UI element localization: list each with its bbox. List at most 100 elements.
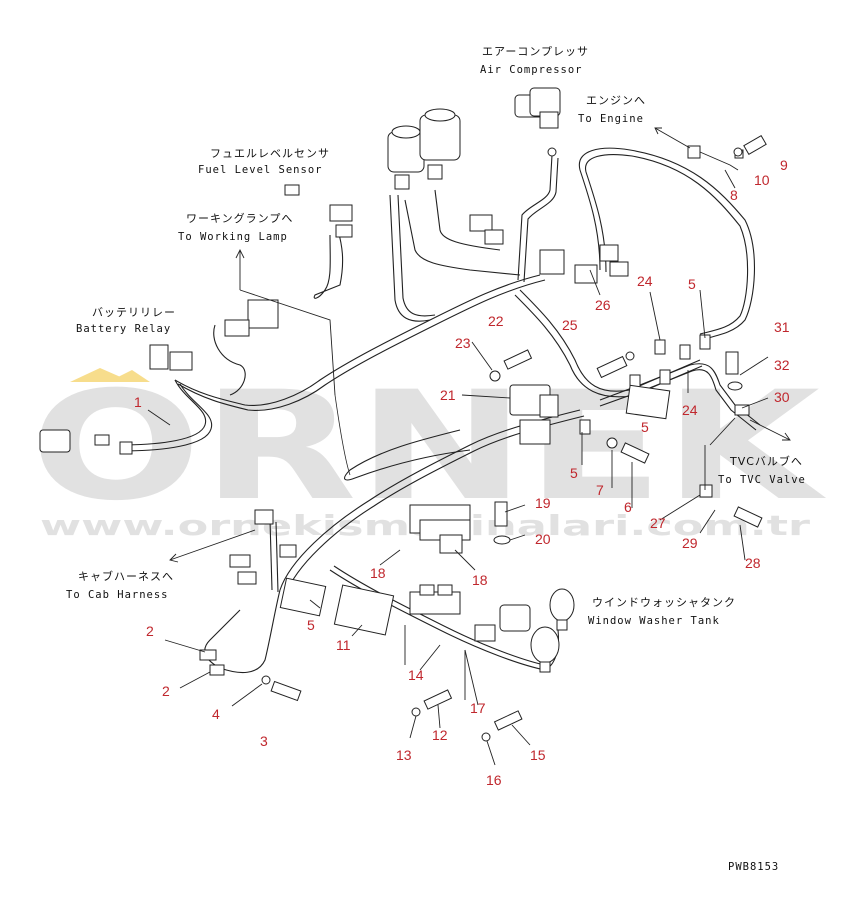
callout-29: 29 bbox=[682, 535, 698, 551]
label-battery-relay-en: Battery Relay bbox=[76, 323, 171, 335]
wire-tvc-b bbox=[599, 369, 757, 431]
label-working-lamp-en: To Working Lamp bbox=[178, 231, 288, 243]
wire-sensor-cross bbox=[404, 199, 521, 276]
label-to-engine-jp: エンジンへ bbox=[586, 94, 646, 107]
wire-main-upper bbox=[174, 274, 541, 406]
relay-group-lower bbox=[409, 584, 461, 615]
callout-30: 30 bbox=[774, 389, 790, 405]
wire-battery-local bbox=[213, 324, 246, 396]
label-air-compressor-jp: エアーコンプレッサ bbox=[482, 45, 589, 58]
drawing-code: PWB8153 bbox=[728, 861, 779, 873]
callout-19: 19 bbox=[535, 495, 551, 511]
air-compressor bbox=[514, 87, 561, 157]
wire-engine-loop-b bbox=[585, 154, 749, 335]
harness-tag-5 bbox=[279, 577, 327, 617]
label-cab-harness-en: To Cab Harness bbox=[66, 589, 169, 601]
fuse-block bbox=[409, 504, 471, 554]
fuel-level-sensor-unit bbox=[387, 108, 461, 190]
callout-24-top: 24 bbox=[637, 273, 653, 289]
label-fuel-level-en: Fuel Level Sensor bbox=[198, 164, 322, 176]
callout-10: 10 bbox=[754, 172, 770, 188]
label-fuel-level-jp: フュエルレベルセンサ bbox=[210, 147, 330, 160]
annotations: エアーコンプレッサ Air Compressor エンジンへ To Engine… bbox=[66, 45, 806, 873]
callout-28: 28 bbox=[745, 555, 761, 571]
engine-sensor-cluster bbox=[469, 214, 629, 284]
callout-numbers: 1 2 2 3 4 5 5 5 5 6 7 8 9 10 11 12 13 14… bbox=[134, 157, 790, 788]
callout-7: 7 bbox=[596, 482, 604, 498]
wire-cab-up bbox=[269, 519, 273, 591]
cab-harness-connectors bbox=[199, 509, 297, 676]
harness-tag-5-right bbox=[625, 384, 671, 420]
wire-washer bbox=[329, 569, 546, 671]
callout-22: 22 bbox=[488, 313, 504, 329]
wire-compressor bbox=[517, 154, 553, 281]
watermark-accent-2 bbox=[108, 370, 150, 382]
callout-14: 14 bbox=[408, 667, 424, 683]
callout-20: 20 bbox=[535, 531, 551, 547]
callout-3: 3 bbox=[260, 733, 268, 749]
callout-2-lower: 2 bbox=[162, 683, 170, 699]
callout-27: 27 bbox=[650, 515, 666, 531]
callout-18-right: 18 bbox=[472, 572, 488, 588]
callout-23: 23 bbox=[455, 335, 471, 351]
label-cab-harness-jp: キャブハーネスへ bbox=[78, 569, 174, 583]
wire-mid-branch bbox=[519, 289, 701, 392]
wire-engine-loop bbox=[578, 147, 756, 341]
components bbox=[39, 87, 767, 742]
wire-mid-branch-b bbox=[514, 294, 703, 398]
callout-12: 12 bbox=[432, 727, 448, 743]
callout-2-upper: 2 bbox=[146, 623, 154, 639]
label-air-compressor-en: Air Compressor bbox=[480, 64, 583, 76]
wire-tvc bbox=[599, 363, 761, 426]
label-washer-tank-en: Window Washer Tank bbox=[588, 615, 720, 627]
battery-relay bbox=[149, 299, 279, 371]
callout-5-top: 5 bbox=[688, 276, 696, 292]
callout-31: 31 bbox=[774, 319, 790, 335]
callout-15: 15 bbox=[530, 747, 546, 763]
junction-block bbox=[509, 384, 559, 445]
wire-left-loop-b bbox=[119, 383, 213, 452]
callout-5-lower: 5 bbox=[307, 617, 315, 633]
wire-washer-b bbox=[333, 565, 550, 667]
left-connector bbox=[39, 429, 133, 455]
callout-24-bottom: 24 bbox=[682, 402, 698, 418]
callout-26: 26 bbox=[595, 297, 611, 313]
callout-4: 4 bbox=[212, 706, 220, 722]
callout-25: 25 bbox=[562, 317, 578, 333]
label-to-engine-en: To Engine bbox=[578, 113, 644, 125]
label-washer-tank-jp: ウインドウォッシャタンク bbox=[592, 596, 736, 609]
wire-cab-up-b bbox=[275, 521, 279, 593]
callout-5-center: 5 bbox=[570, 465, 578, 481]
label-battery-relay-jp: バッテリリレー bbox=[92, 306, 176, 319]
callout-8: 8 bbox=[730, 187, 738, 203]
wire-sensor-2 bbox=[434, 189, 501, 251]
callout-6: 6 bbox=[624, 499, 632, 515]
harness-tag-11 bbox=[333, 584, 395, 636]
label-tvc-valve-en: To TVC Valve bbox=[718, 474, 806, 486]
working-lamp-connector bbox=[284, 184, 353, 238]
wire-sensor-drop-b bbox=[397, 194, 436, 317]
hardware bbox=[261, 134, 767, 742]
wire-compressor-b bbox=[523, 157, 559, 283]
label-working-lamp-jp: ワーキングランプへ bbox=[186, 211, 293, 225]
wire-sensor-drop bbox=[389, 194, 431, 322]
window-washer-tank bbox=[474, 588, 575, 673]
harness-wires bbox=[119, 147, 761, 674]
callout-21: 21 bbox=[440, 387, 456, 403]
wire-main-upper-b bbox=[177, 279, 546, 411]
callout-17: 17 bbox=[470, 700, 486, 716]
leader-lines bbox=[147, 127, 791, 766]
label-tvc-valve-jp: TVCバルブへ bbox=[729, 454, 803, 468]
wire-center-drop bbox=[334, 394, 351, 476]
callout-11: 11 bbox=[336, 637, 351, 653]
callout-5-mid: 5 bbox=[641, 419, 649, 435]
callout-16: 16 bbox=[486, 772, 502, 788]
wire-lower-loop bbox=[344, 429, 471, 481]
wire-left-loop bbox=[119, 379, 207, 446]
callout-9: 9 bbox=[780, 157, 788, 173]
callout-1: 1 bbox=[134, 394, 142, 410]
wire-working-lamp bbox=[313, 229, 344, 299]
callout-32: 32 bbox=[774, 357, 790, 373]
